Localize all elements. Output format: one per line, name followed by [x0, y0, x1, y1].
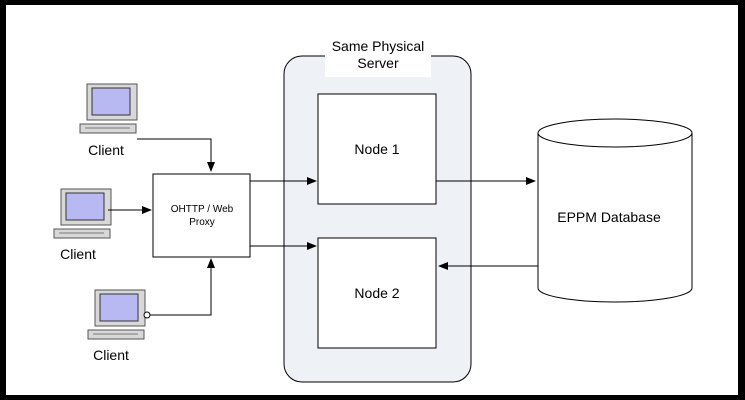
desktop-computer-icon [53, 188, 112, 239]
client-1: Client [79, 83, 138, 158]
database-cylinder-icon [537, 133, 693, 303]
connectors [108, 138, 538, 316]
database-top [537, 118, 693, 148]
node-1-box [317, 93, 437, 205]
database: EPPM Database [537, 118, 693, 303]
node-2: Node 2 [317, 237, 437, 349]
node-1-label: Node 1 [354, 141, 399, 157]
server-title-line2: Server [357, 55, 399, 71]
client-2: Client [53, 188, 112, 262]
client-3: Client [87, 289, 146, 363]
desktop-computer-icon [87, 289, 146, 340]
proxy-label-line2: Proxy [189, 217, 215, 228]
connector-endpoint [143, 311, 151, 319]
server-title-line1: Same Physical [332, 38, 425, 54]
database-label: EPPM Database [557, 209, 661, 225]
client-1-label: Client [88, 142, 124, 158]
node-1: Node 1 [317, 93, 437, 205]
node-2-box [317, 237, 437, 349]
proxy: OHTTP / Web Proxy [152, 173, 251, 258]
client-2-label: Client [60, 246, 96, 262]
desktop-computer-icon [79, 83, 138, 134]
proxy-label-line1: OHTTP / Web [171, 204, 234, 215]
server-title-backdrop [325, 37, 431, 77]
client-3-to-proxy-arrow [150, 258, 215, 316]
client-3-label: Client [93, 347, 129, 363]
proxy-box [152, 173, 251, 258]
client-1-to-proxy-arrow [137, 138, 215, 172]
node-2-label: Node 2 [354, 285, 399, 301]
